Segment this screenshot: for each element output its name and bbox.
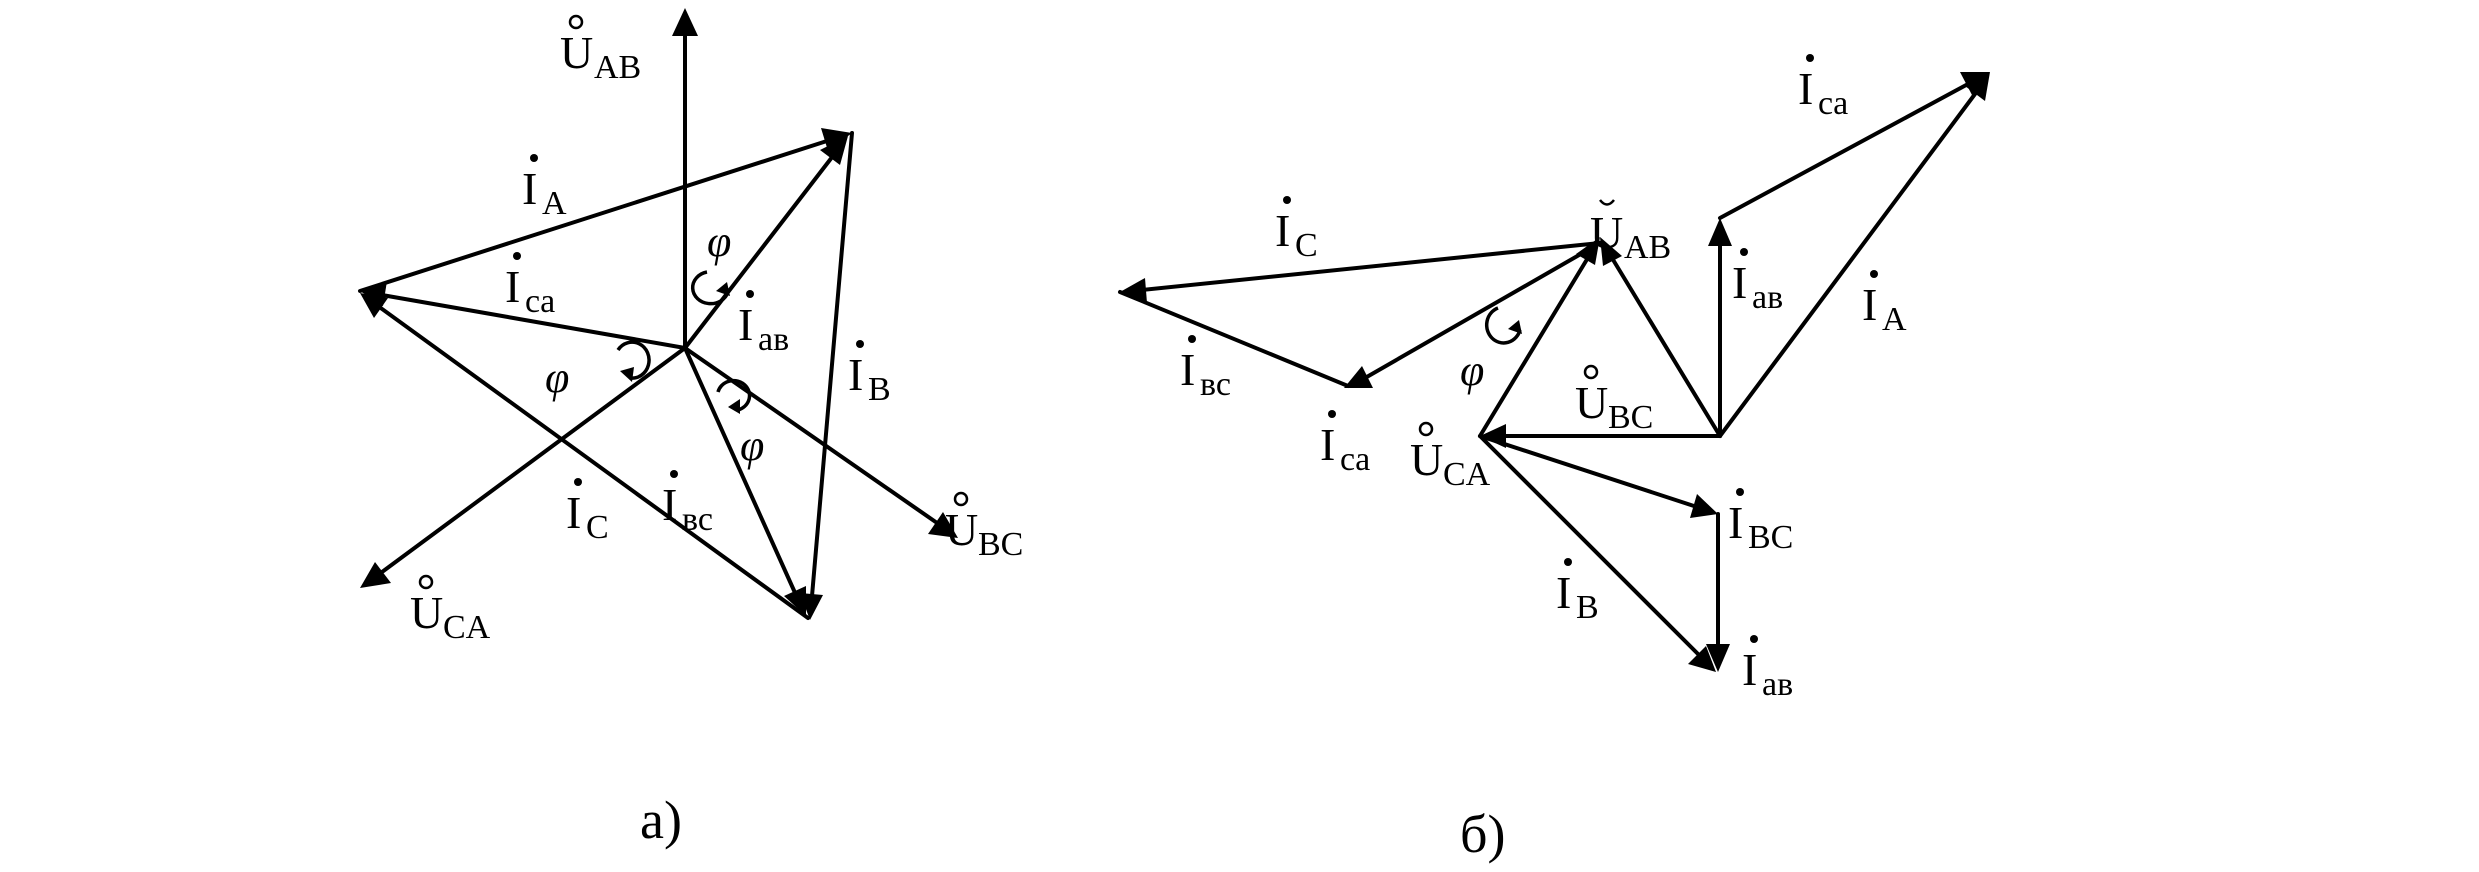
svg-text:CA: CA (1443, 456, 1491, 493)
svg-text:φ: φ (545, 353, 569, 402)
svg-text:I: I (522, 163, 537, 214)
label-i-a: I A (522, 154, 567, 222)
label-i-ca-b2: I ca (1798, 54, 1848, 122)
line-current-b-vector (800, 131, 854, 620)
phase-angle-arc-top (690, 270, 730, 306)
svg-text:вс: вс (682, 501, 713, 538)
phase-angle-arc-right (716, 378, 752, 414)
phase-current-ab-vector-b2 (1706, 512, 1730, 672)
label-i-bc: I вс (662, 470, 713, 538)
svg-text:C: C (1295, 227, 1318, 264)
phase-angle-arc-left (616, 340, 651, 382)
svg-text:I: I (1320, 419, 1335, 470)
label-i-b: I B (848, 340, 891, 408)
label-u-ca: U CA (410, 574, 491, 646)
svg-text:I: I (1180, 344, 1195, 395)
label-u-bc: U BC (945, 491, 1023, 563)
svg-text:I: I (848, 349, 863, 400)
label-u-ab: U AB (560, 14, 641, 86)
svg-text:BC: BC (1608, 399, 1653, 436)
svg-text:ав: ав (1752, 279, 1783, 316)
svg-text:U: U (1575, 377, 1608, 428)
svg-text:ca: ca (1340, 441, 1370, 478)
label-i-a-b: I A (1862, 270, 1907, 338)
svg-text:φ: φ (740, 421, 764, 470)
svg-text:φ: φ (707, 217, 731, 266)
label-i-b-b: I B (1556, 558, 1599, 626)
svg-text:ca: ca (525, 283, 555, 320)
line-current-a-vector-b (1718, 72, 1990, 438)
svg-text:U: U (945, 504, 978, 555)
label-i-ca-b: I ca (1320, 410, 1370, 478)
svg-text:вс: вс (1200, 366, 1231, 403)
phase-current-ca-vector-b (1344, 241, 1602, 388)
line-current-c-vector-b (1120, 241, 1602, 303)
svg-text:U: U (410, 587, 443, 638)
svg-text:ав: ав (1762, 666, 1793, 703)
svg-text:φ: φ (1460, 346, 1484, 395)
svg-text:A: A (542, 185, 567, 222)
label-i-ca: I ca (505, 252, 555, 320)
phase-current-ab-vector (683, 136, 848, 350)
label-phi-left: φ (545, 353, 569, 402)
svg-text:I: I (1798, 63, 1813, 114)
diagram-b: I ca I C U AB I ав I A φ I вс (1118, 54, 1990, 864)
label-i-c-b: I C (1275, 196, 1318, 264)
label-i-ab-b2: I ав (1742, 635, 1793, 703)
svg-text:B: B (1576, 589, 1599, 626)
svg-text:ав: ав (758, 321, 789, 358)
svg-text:I: I (505, 261, 520, 312)
svg-text:ca: ca (1818, 85, 1848, 122)
svg-text:B: B (868, 371, 891, 408)
phase-current-ca-vector-b2 (1718, 72, 1990, 220)
svg-text:BC: BC (978, 526, 1023, 563)
line-current-a-vector (358, 128, 852, 293)
label-i-ab-b: I ав (1732, 248, 1783, 316)
line-current-bc-vector-b (1478, 434, 1718, 518)
svg-text:I: I (1275, 205, 1290, 256)
diagram-a: U AB I A I ca φ I ав I B φ (358, 8, 1023, 850)
svg-text:I: I (738, 299, 753, 350)
label-i-bc-b: I вс (1180, 335, 1231, 403)
label-phi-top: φ (707, 217, 731, 266)
svg-text:I: I (1742, 644, 1757, 695)
svg-text:A: A (1882, 301, 1907, 338)
voltage-bc-vector (683, 346, 958, 538)
svg-text:I: I (1556, 567, 1571, 618)
voltage-ca-vector (360, 346, 687, 588)
svg-text:AB: AB (1624, 229, 1671, 266)
caption-b: б) (1460, 804, 1505, 864)
svg-text:U: U (1410, 434, 1443, 485)
caption-a: а) (640, 790, 682, 850)
svg-text:BC: BC (1748, 519, 1793, 556)
phase-current-ca-vector (360, 281, 687, 350)
svg-text:CA: CA (443, 609, 491, 646)
svg-text:C: C (586, 509, 609, 546)
svg-text:U: U (1590, 207, 1623, 258)
label-phi-right: φ (740, 421, 764, 470)
svg-text:I: I (566, 487, 581, 538)
label-u-ca-b: U CA (1410, 421, 1491, 493)
svg-text:I: I (1862, 279, 1877, 330)
svg-text:U: U (560, 27, 593, 78)
svg-text:I: I (662, 479, 677, 530)
svg-text:I: I (1728, 497, 1743, 548)
line-current-b-vector-b (1478, 434, 1716, 672)
voltage-ab-vector-b (1600, 237, 1722, 438)
label-phi-b: φ (1460, 346, 1484, 395)
label-i-ab: I ав (738, 290, 789, 358)
phase-angle-arc-b (1484, 306, 1522, 345)
label-u-ab-b: U AB (1590, 199, 1671, 266)
svg-text:AB: AB (594, 49, 641, 86)
label-i-bc-big-b: I BC (1728, 488, 1793, 556)
label-u-bc-b: U BC (1575, 364, 1653, 436)
phase-current-ab-vector-b (1708, 218, 1732, 438)
svg-text:I: I (1732, 257, 1747, 308)
phase-current-bc-vector-b (1118, 290, 1350, 388)
voltage-ab-vector (672, 8, 698, 350)
line-current-c-vector (360, 293, 810, 620)
label-i-c: I C (566, 478, 609, 546)
